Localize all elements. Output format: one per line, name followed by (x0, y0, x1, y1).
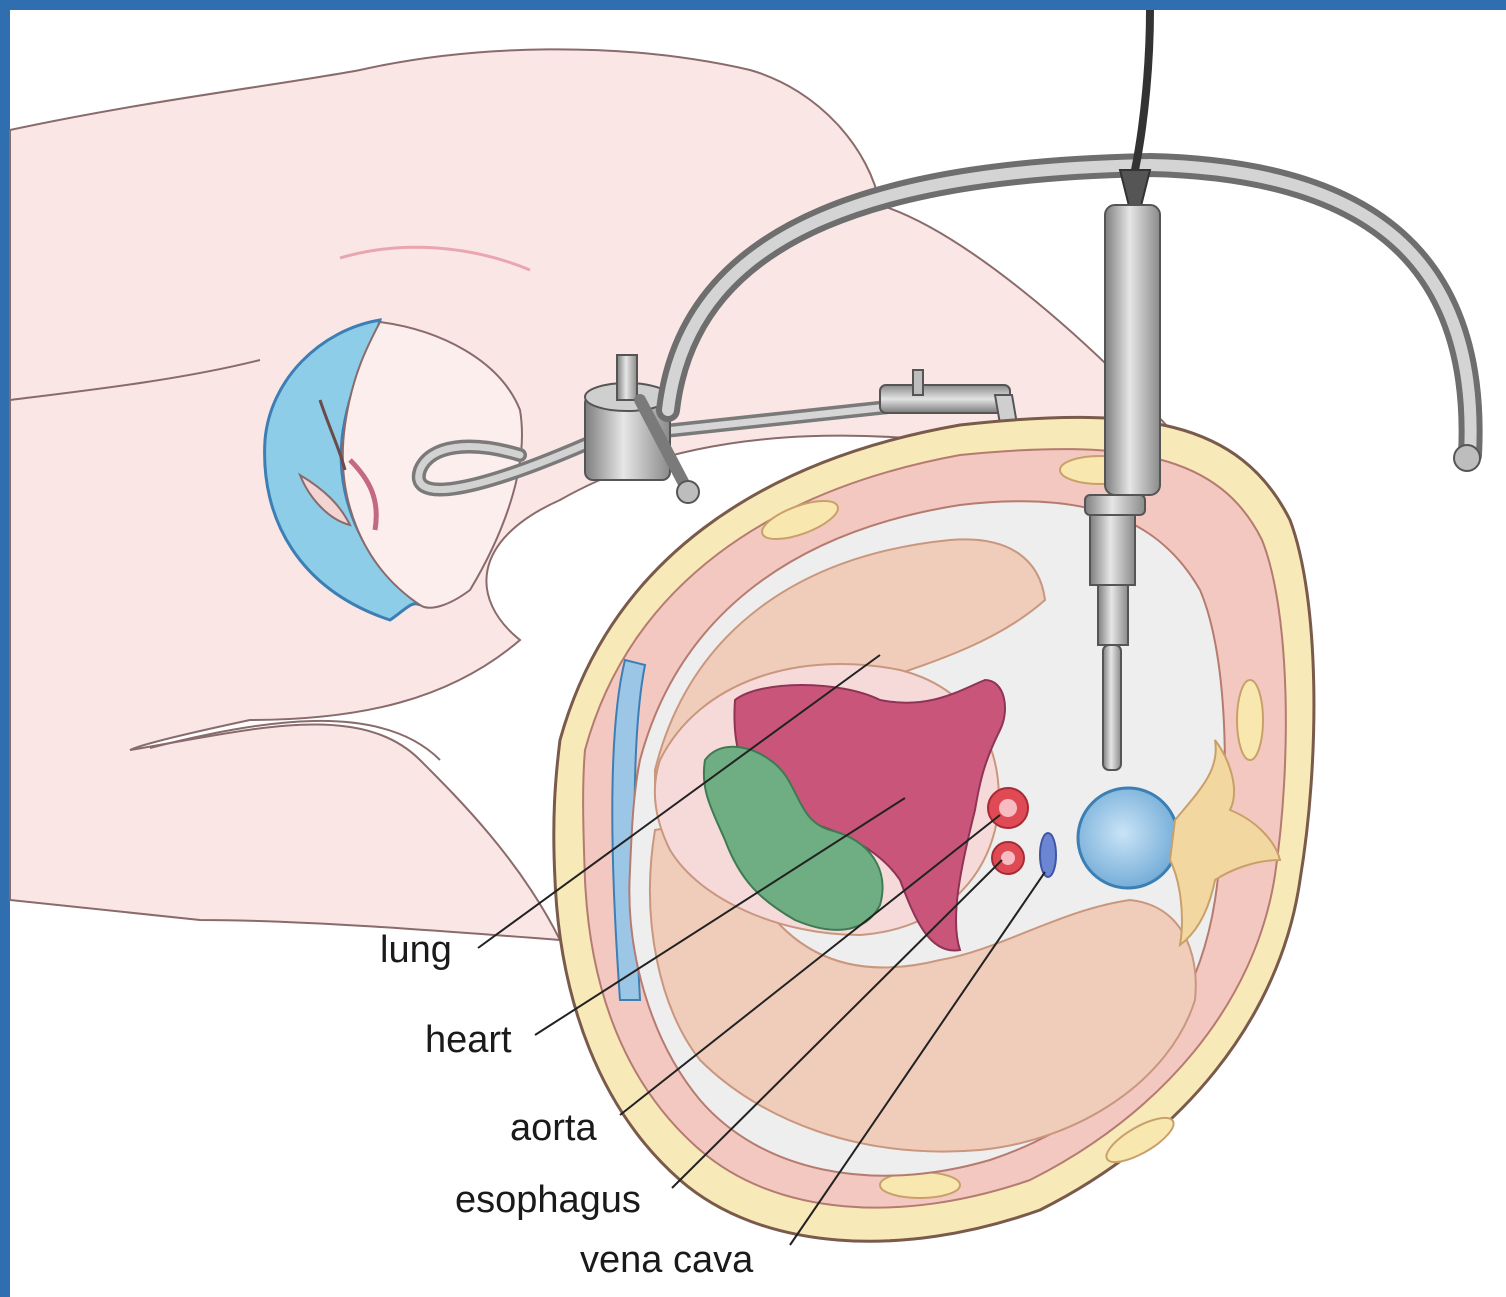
label-vena-cava: vena cava (580, 1239, 754, 1281)
clamp-screw (617, 355, 637, 400)
vertebral-body (1078, 788, 1178, 888)
thorax-cross-section (554, 417, 1314, 1241)
frame-left (0, 0, 10, 1297)
rib (1237, 680, 1263, 760)
probe-cable (1135, 10, 1150, 170)
probe-tip (1103, 645, 1121, 770)
label-lung: lung (380, 929, 452, 971)
label-aorta: aorta (510, 1107, 597, 1149)
probe-handle (1105, 205, 1160, 495)
label-heart: heart (425, 1019, 512, 1061)
label-esophagus: esophagus (455, 1179, 641, 1221)
probe-neck (1090, 515, 1135, 585)
arch-end-cap (1454, 445, 1480, 471)
vena-cava (1040, 833, 1056, 877)
frame-top (0, 0, 1506, 10)
retractor-connector (880, 385, 1010, 413)
